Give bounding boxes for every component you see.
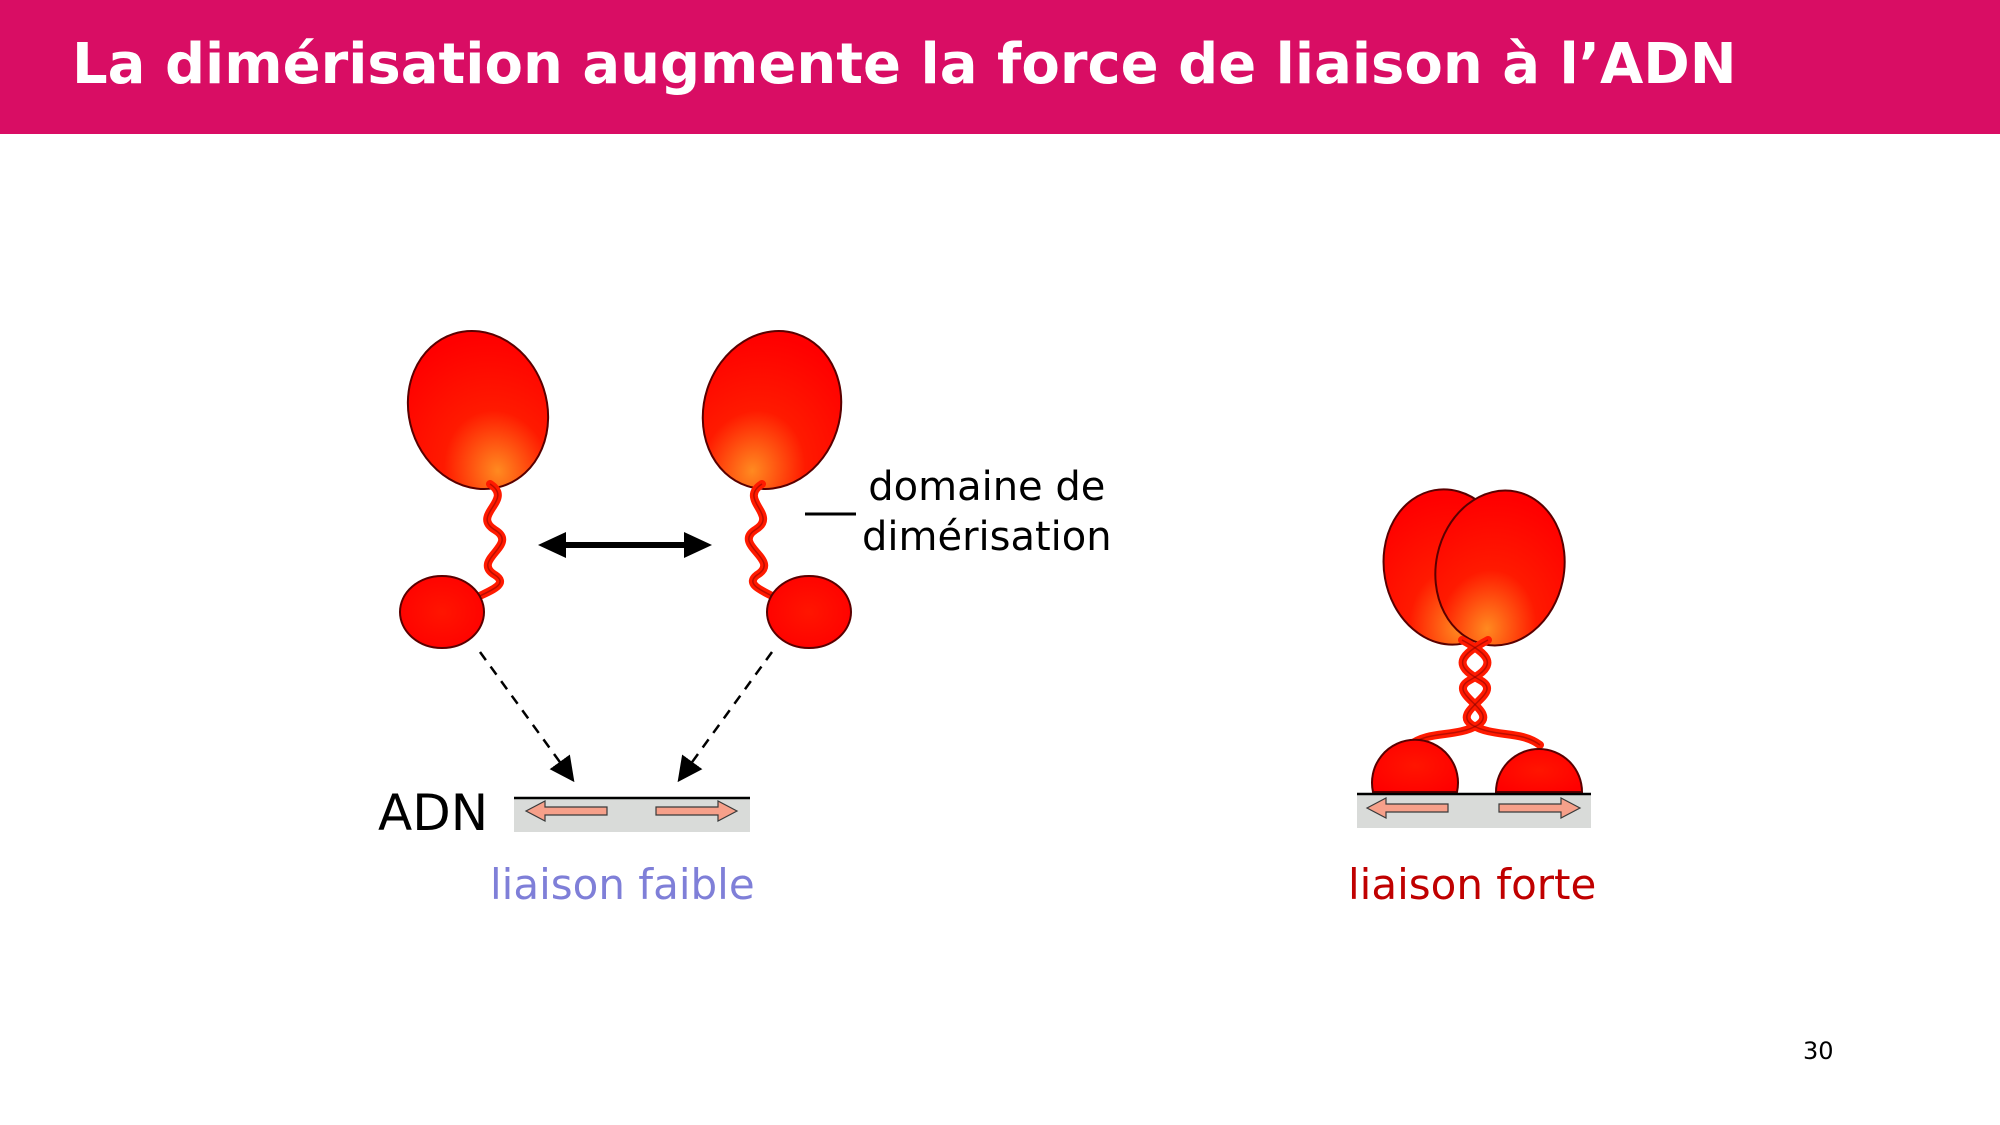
weak-binding-label: liaison faible (490, 860, 755, 909)
strong-binding-label: liaison forte (1348, 860, 1597, 909)
dna-left-arrow-left (524, 800, 608, 822)
dashed-arrow-left (478, 651, 575, 783)
dna-left (514, 796, 750, 832)
dna-left-arrow-right (655, 800, 739, 822)
slide-title: La dimérisation augmente la force de lia… (72, 32, 1737, 97)
dimerization-domain-label-line2: dimérisation (862, 514, 1112, 560)
dimer-linker-b (1458, 636, 1544, 749)
monomer-right-dna-binding-domain (766, 575, 852, 649)
monomer-right (701, 330, 852, 649)
monomer-left-dna-binding-domain (399, 575, 485, 649)
dimer-dna-binding-domain-left (1371, 738, 1459, 793)
dashed-arrow-right (677, 651, 774, 783)
dna-right (1357, 792, 1591, 828)
dimer (1371, 488, 1584, 793)
dna-label: ADN (378, 784, 489, 842)
dna-right-arrow-right (1498, 797, 1582, 819)
slide-header: La dimérisation augmente la force de lia… (0, 0, 2000, 134)
dimerization-domain-label: domaine de dimérisation (862, 462, 1112, 562)
monomer-right-head (701, 330, 843, 490)
dimer-dna-binding-domain-right (1494, 748, 1584, 793)
dna-right-arrow-left (1365, 797, 1449, 819)
monomer-left-head (406, 329, 550, 491)
dimerization-double-arrow (538, 532, 712, 558)
monomer-left (399, 329, 550, 649)
page-number: 30 (1803, 1037, 1834, 1065)
dimerization-domain-label-line1: domaine de (868, 464, 1106, 510)
